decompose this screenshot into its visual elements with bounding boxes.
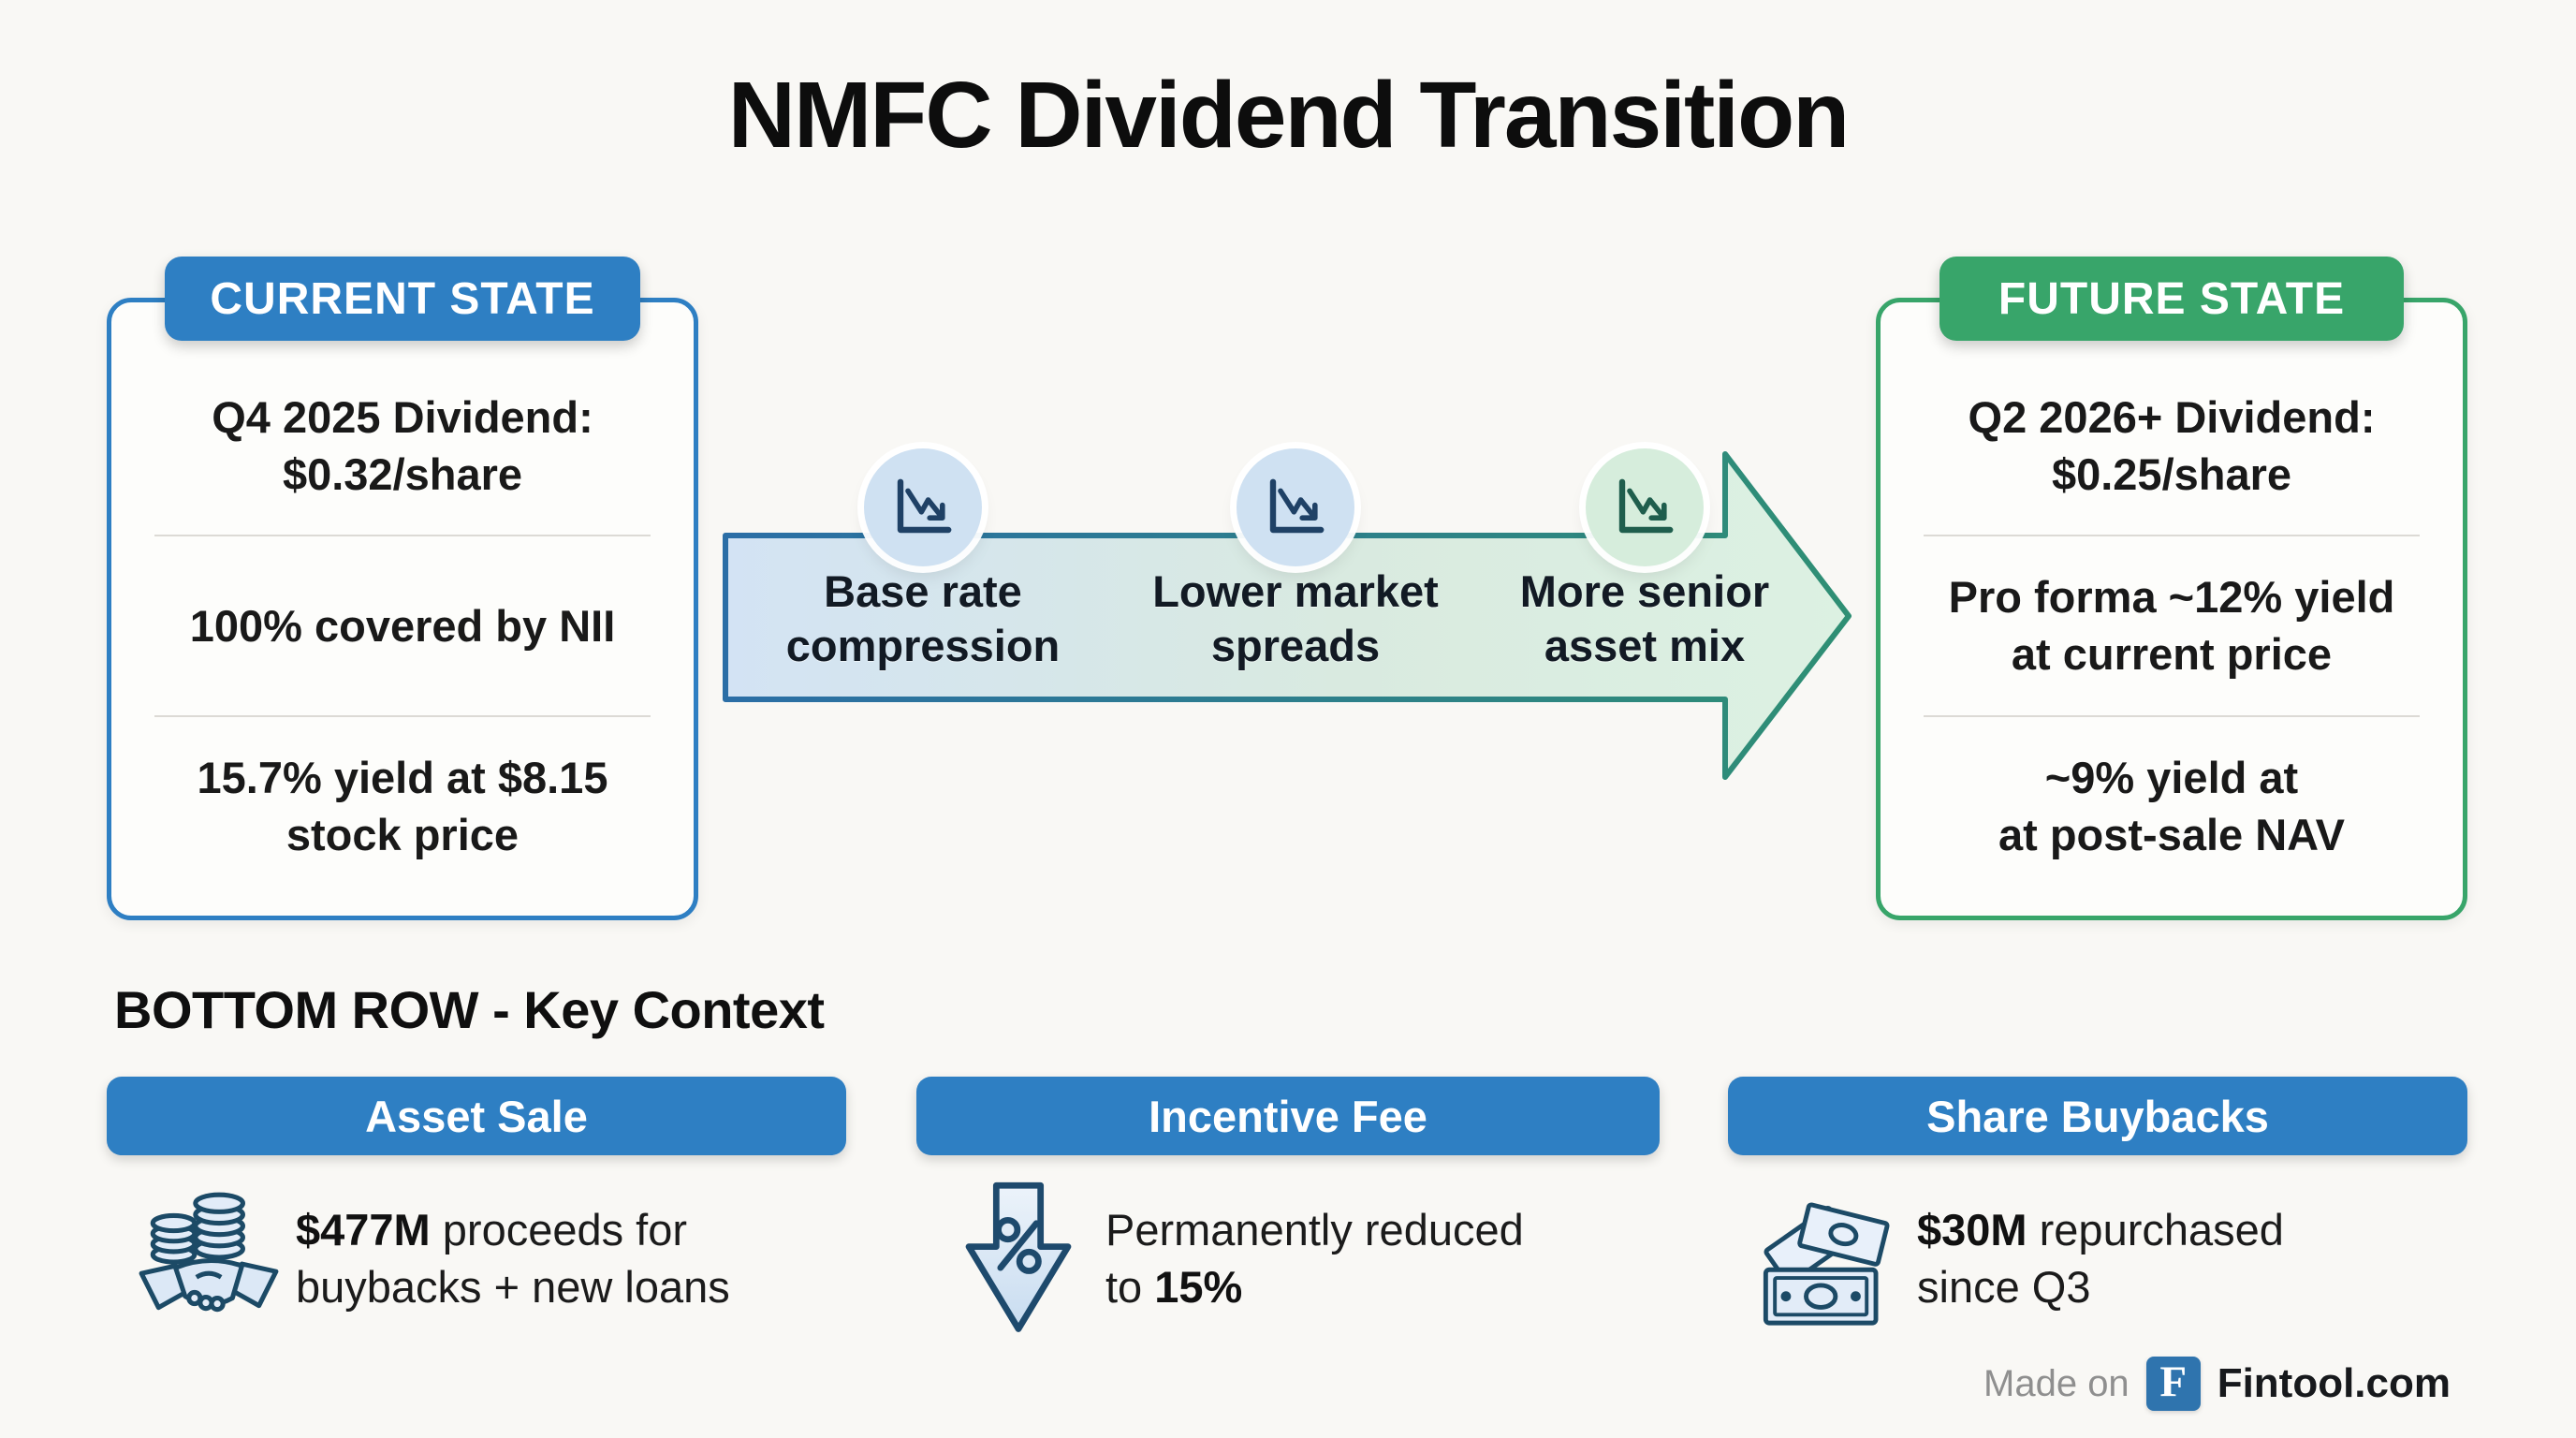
future-state-panel: FUTURE STATE Q2 2026+ Dividend: $0.25/sh… (1876, 257, 2467, 920)
bottom-row-heading: BOTTOM ROW - Key Context (114, 980, 825, 1039)
divider (1924, 714, 2420, 717)
footer: Made on F Fintool.com (1983, 1356, 2451, 1412)
divider (1924, 535, 2420, 537)
future-state-body: Q2 2026+ Dividend: $0.25/share Pro forma… (1918, 357, 2425, 895)
step-circle (1586, 448, 1704, 566)
future-state-header: FUTURE STATE (1939, 257, 2404, 341)
card-text: Permanently reduced to 15% (1105, 1204, 1524, 1312)
chart-decline-icon (897, 478, 952, 534)
current-state-panel: CURRENT STATE Q4 2025 Dividend: $0.32/sh… (107, 257, 698, 920)
current-state-body: Q4 2025 Dividend: $0.32/share 100% cover… (149, 357, 656, 895)
transition-arrow (723, 451, 1852, 780)
card-text: $477M proceeds for buybacks + new loans (296, 1204, 730, 1312)
step-label: More senior asset mix (1519, 566, 1770, 671)
context-card-asset-sale: Asset Sale (107, 1077, 846, 1348)
banknotes-icon (1743, 1187, 1917, 1329)
future-state-item: Q2 2026+ Dividend: $0.25/share (1968, 392, 2376, 500)
arrow-shape (723, 451, 1852, 780)
divider (154, 535, 651, 537)
context-card-incentive-fee: Incentive Fee Permanently reduced to 15% (916, 1077, 1660, 1348)
card-row: $477M proceeds for buybacks + new loans (107, 1168, 846, 1348)
chart-decline-icon (1269, 478, 1325, 534)
context-card-share-buybacks: Share Buybacks (1728, 1077, 2467, 1348)
fintool-logo: F (2145, 1357, 2201, 1411)
step-circle (1237, 448, 1354, 566)
future-state-item: ~9% yield at at post-sale NAV (1998, 752, 2345, 859)
fintool-logo-letter: F (2159, 1357, 2188, 1406)
step-label: Lower market spreads (1152, 566, 1439, 671)
card-header: Share Buybacks (1728, 1077, 2467, 1155)
card-header: Incentive Fee (916, 1077, 1660, 1155)
step-circle (864, 448, 982, 566)
fintool-brand: Fintool.com (2217, 1360, 2451, 1406)
future-state-item: Pro forma ~12% yield at current price (1948, 572, 2395, 680)
made-on-label: Made on (1983, 1362, 2130, 1404)
page-title: NMFC Dividend Transition (727, 63, 1850, 168)
chart-decline-icon (1618, 478, 1674, 534)
card-row: $30M repurchased since Q3 (1728, 1168, 2467, 1348)
step-label: Base rate compression (785, 566, 1061, 671)
current-state-item: 15.7% yield at $8.15 stock price (197, 752, 608, 859)
card-header: Asset Sale (107, 1077, 846, 1155)
card-text: $30M repurchased since Q3 (1917, 1204, 2284, 1312)
coins-handshake-icon (122, 1182, 296, 1334)
current-state-item: 100% covered by NII (189, 600, 616, 651)
current-state-item: Q4 2025 Dividend: $0.32/share (212, 392, 593, 500)
card-row: Permanently reduced to 15% (916, 1168, 1660, 1348)
percent-down-arrow-icon (931, 1179, 1105, 1338)
current-state-header: CURRENT STATE (165, 257, 640, 341)
divider (154, 714, 651, 717)
